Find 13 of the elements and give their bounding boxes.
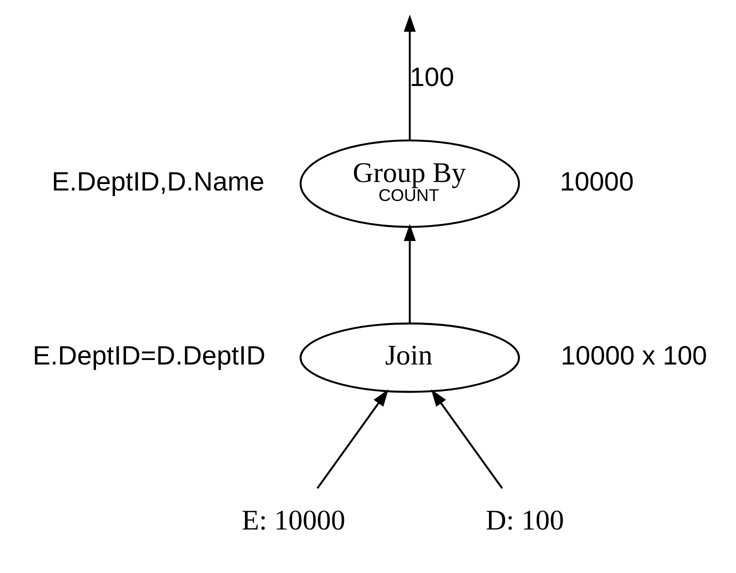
- node-label: E.DeptID,D.Name: [52, 166, 264, 197]
- node-label: E.DeptID=D.DeptID: [32, 340, 266, 371]
- node-text: E: 10000: [242, 506, 346, 537]
- node-label: 10000: [560, 166, 634, 197]
- arrow: [404, 224, 416, 323]
- node-label: 10000 x 100: [560, 340, 708, 371]
- edge-label: 100: [410, 62, 454, 92]
- arrow: [431, 389, 503, 489]
- arrow: [404, 14, 416, 140]
- arrow: [316, 389, 388, 489]
- node-text: D: 100: [486, 506, 564, 537]
- node-ellipse: Join: [300, 322, 520, 393]
- node-ellipse: Group By COUNT: [300, 140, 520, 228]
